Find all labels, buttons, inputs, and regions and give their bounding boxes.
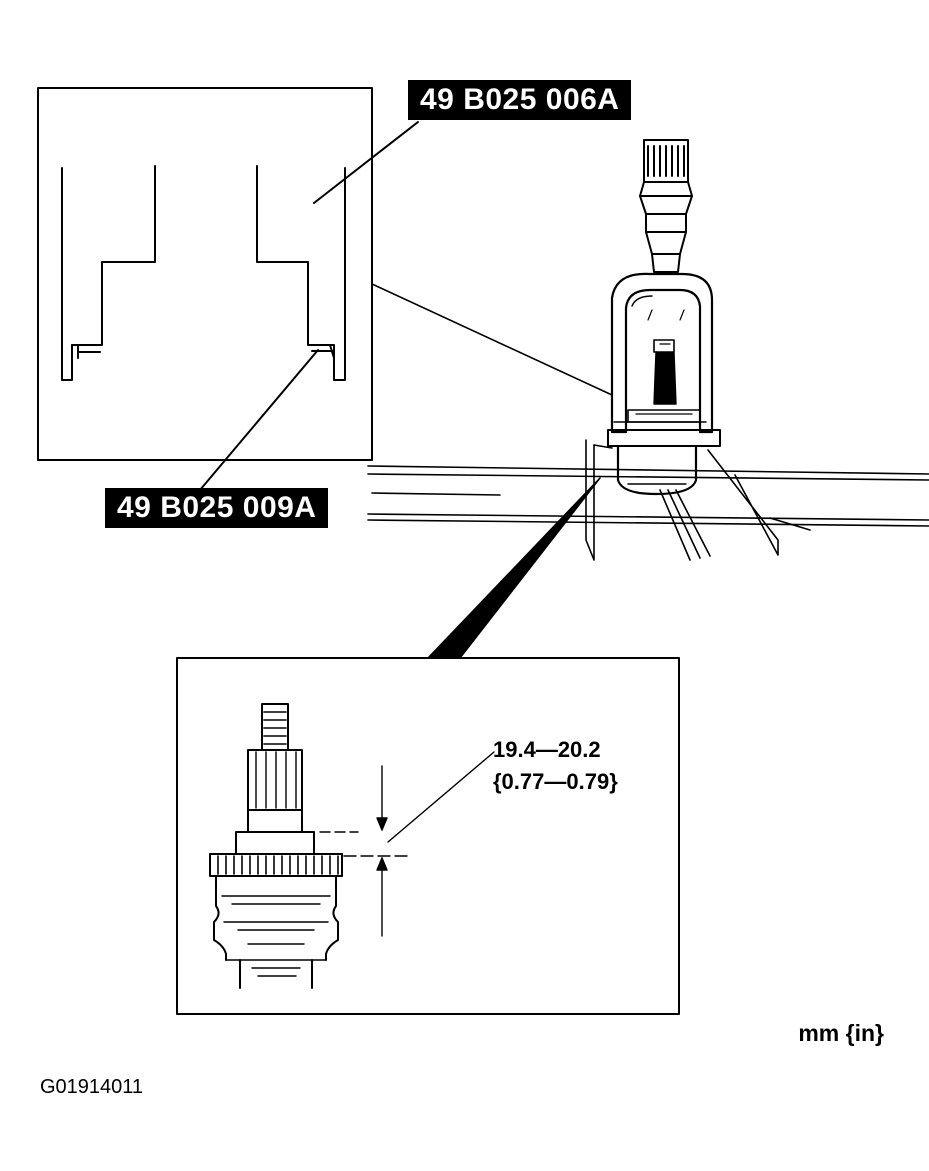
- tone-ring: [209, 831, 343, 877]
- inset-frame-top: [37, 87, 373, 461]
- detail-pointer: [427, 477, 601, 659]
- joint-boot: [213, 875, 339, 989]
- threaded-shaft: [639, 139, 693, 273]
- dimension-leader: [387, 751, 495, 843]
- puller-yoke: [607, 272, 721, 496]
- dimension-arrow-up: [376, 857, 388, 871]
- leader-tool-bottom: [199, 349, 319, 491]
- dimension-detail-inset: [176, 657, 680, 1015]
- unit-label: mm {in}: [798, 1020, 884, 1046]
- puller-tool: [607, 139, 721, 496]
- tool-label-bottom: 49 B025 009A: [105, 488, 329, 528]
- leader-tool-top: [313, 121, 419, 204]
- tool-profile-left: [61, 165, 156, 381]
- inset-connector-line: [371, 283, 613, 396]
- dimension-value-inch: {0.77—0.79}: [493, 769, 618, 794]
- dimension-lines: [319, 751, 495, 937]
- figure-id: G01914011: [40, 1076, 144, 1098]
- shaft-spline: [247, 703, 303, 833]
- dimension-arrow-down: [376, 817, 388, 831]
- tool-label-top: 49 B025 006A: [408, 80, 632, 120]
- workbench: [367, 439, 929, 561]
- dimension-value-mm: 19.4—20.2: [493, 737, 601, 762]
- inset-frame-bottom: [176, 657, 680, 1015]
- tool-cross-section-inset: [37, 87, 613, 491]
